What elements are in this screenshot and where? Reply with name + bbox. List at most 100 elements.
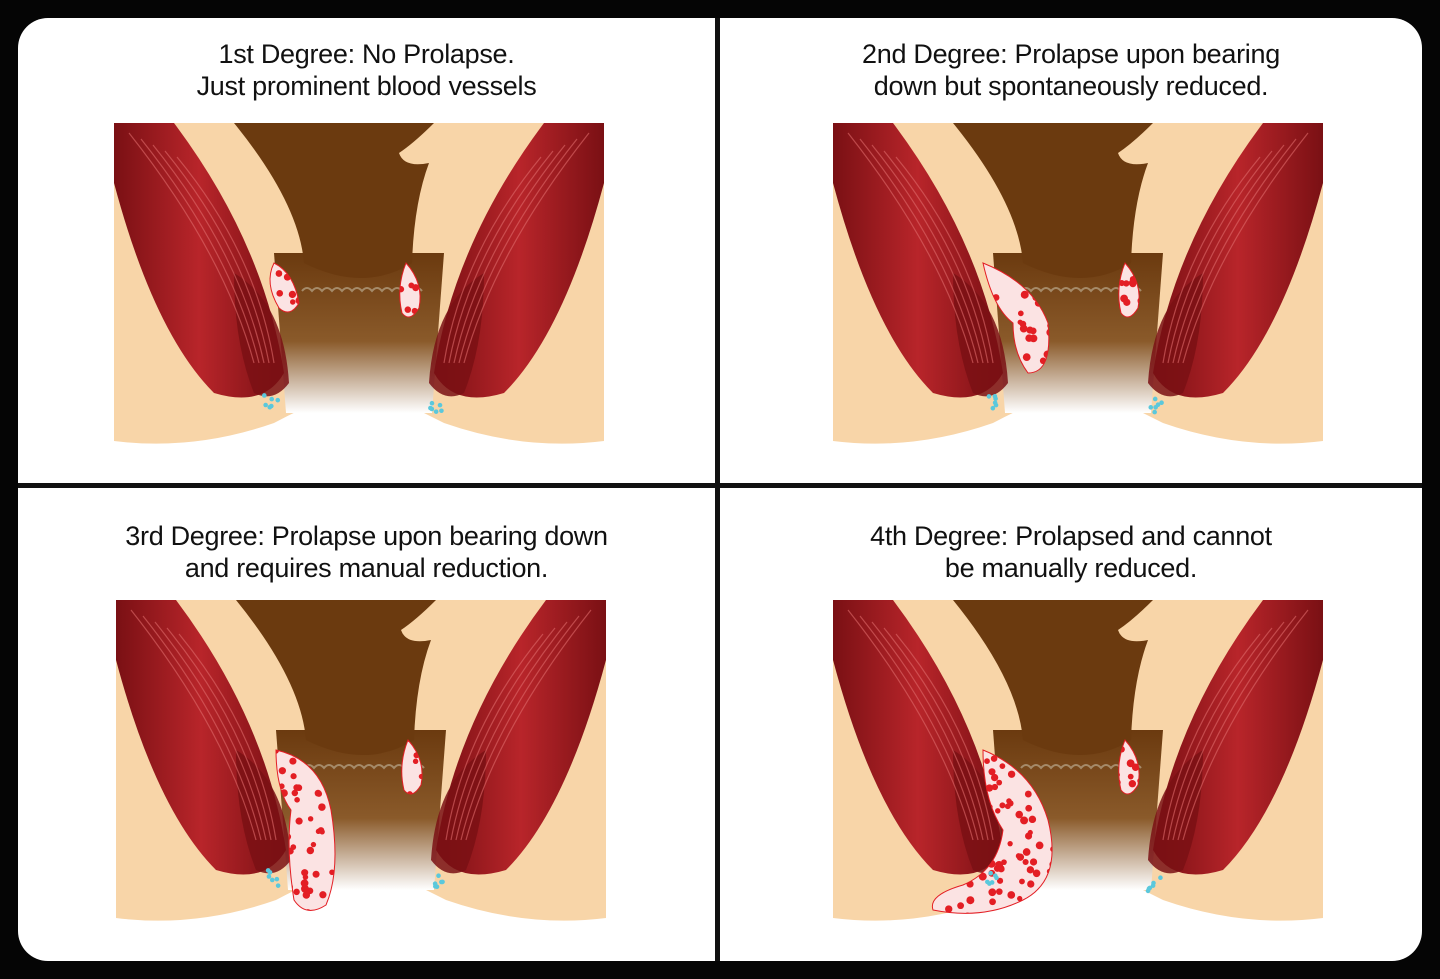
- vessel-dot: [1021, 440, 1027, 446]
- vessel-dot: [365, 908, 371, 914]
- vessel-dot: [1025, 804, 1033, 812]
- vessel-dot: [1029, 334, 1038, 343]
- vessel-dot: [1084, 440, 1091, 447]
- vessel-dot: [1060, 913, 1066, 919]
- vessel-dot: [1078, 414, 1085, 421]
- vessel-dot: [301, 885, 307, 891]
- vessel-dot: [991, 783, 999, 791]
- vessel-dot: [257, 449, 263, 455]
- vessel-dot: [1020, 816, 1029, 825]
- vessel-dot: [318, 803, 326, 811]
- muscle-fibre: [128, 132, 255, 364]
- vessel-dot: [1028, 904, 1035, 911]
- vessel-dot: [1035, 442, 1041, 448]
- vessel-dot: [1129, 280, 1137, 288]
- vessel-dot: [262, 444, 268, 450]
- vessel-dot: [370, 414, 378, 422]
- vessel-dot: [1022, 848, 1031, 856]
- caption-line-2: down but spontaneously reduced.: [873, 71, 1269, 101]
- vessel-dot: [278, 767, 286, 775]
- vessel-dot: [1139, 914, 1146, 921]
- vessel-dot: [1024, 449, 1030, 455]
- vessel-dot: [400, 433, 406, 439]
- vessel-dot: [1027, 880, 1035, 888]
- vessel-dot: [322, 423, 329, 430]
- panel-caption: 1st Degree: No Prolapse. Just prominent …: [18, 38, 715, 102]
- vessel-dot: [376, 892, 381, 897]
- muscle-fibre: [455, 621, 568, 841]
- vessel-dot: [996, 779, 1003, 786]
- vessel-dot: [1016, 853, 1025, 861]
- vessel-dot: [1146, 428, 1154, 436]
- vessel-dot: [963, 913, 970, 914]
- vessel-dot: [990, 755, 998, 762]
- external-vein-dot: [989, 880, 995, 885]
- vessel-dot: [1086, 440, 1092, 446]
- muscle-fibre: [859, 138, 979, 364]
- vessel-dot: [990, 448, 997, 455]
- vessel-dot: [1029, 858, 1038, 866]
- vessel-dot: [408, 891, 414, 897]
- vessel-dot: [326, 917, 334, 925]
- vessel-dot: [1069, 417, 1075, 423]
- vessel-dot: [1068, 430, 1074, 436]
- vessel-dot: [322, 421, 329, 428]
- vessel-dot: [345, 424, 351, 430]
- external-vein-dot: [1152, 396, 1158, 402]
- vessel-dot: [269, 440, 275, 446]
- vessel-dot: [341, 897, 347, 903]
- vessel-dot: [1096, 927, 1102, 933]
- vessel-dot: [984, 758, 990, 765]
- vessel-dot: [275, 915, 281, 921]
- vessel-dot: [1124, 914, 1130, 920]
- vessel-dot: [226, 915, 234, 923]
- vessel-dot: [289, 918, 294, 923]
- vessel-dot: [996, 421, 1003, 428]
- vessel-dot: [271, 921, 278, 928]
- muscle-fibre: [463, 132, 590, 364]
- vessel-dot: [1127, 773, 1134, 780]
- vessel-dot: [1011, 437, 1019, 445]
- muscle-fibre: [154, 621, 267, 841]
- vessel-dot: [396, 431, 401, 436]
- vessel-dot: [288, 290, 297, 299]
- vessel-dot: [1131, 425, 1136, 430]
- vessel-dot: [1028, 908, 1035, 915]
- vessel-dot: [380, 909, 387, 916]
- vessel-dot: [1001, 859, 1007, 866]
- muscle-fibre: [1172, 144, 1285, 364]
- vessel-dot: [1128, 448, 1133, 453]
- vessel-dot: [1020, 426, 1026, 432]
- vessel-dot: [317, 424, 325, 432]
- vessel-dot: [1036, 898, 1043, 904]
- vessel-dot: [1072, 920, 1078, 926]
- muscle-fibre: [883, 627, 989, 841]
- vessel-dot: [984, 429, 990, 435]
- vessel-dot: [374, 423, 381, 430]
- caption-line-1: 1st Degree: No Prolapse.: [218, 39, 515, 69]
- vessel-dot: [988, 888, 997, 897]
- vessel-dot: [1011, 432, 1018, 439]
- vessel-dot: [985, 784, 994, 792]
- vessel-dot: [1022, 353, 1031, 362]
- external-vein-dot: [269, 877, 275, 883]
- right-sphincter: [431, 750, 486, 874]
- vessel-dot: [250, 434, 256, 440]
- vessel-dot: [1104, 433, 1111, 440]
- vessel-dot: [425, 419, 431, 425]
- vessel-dot: [1040, 416, 1046, 422]
- vessel-dot: [387, 906, 395, 914]
- anal-canal-illustration-grade-1: [114, 123, 604, 455]
- vessel-dot: [1110, 913, 1115, 918]
- muscle-fibre: [448, 150, 554, 364]
- vessel-dot: [1092, 434, 1100, 442]
- vessel-dot: [275, 270, 283, 277]
- vessel-dot: [1154, 913, 1160, 919]
- vessel-dot: [258, 926, 263, 931]
- rectum: [953, 123, 1153, 278]
- muscle-fibre: [1162, 633, 1261, 841]
- muscle-fibre: [847, 609, 974, 841]
- vessel-dot: [418, 448, 424, 454]
- vessel-dot: [932, 448, 938, 454]
- muscle-fibre: [859, 615, 979, 841]
